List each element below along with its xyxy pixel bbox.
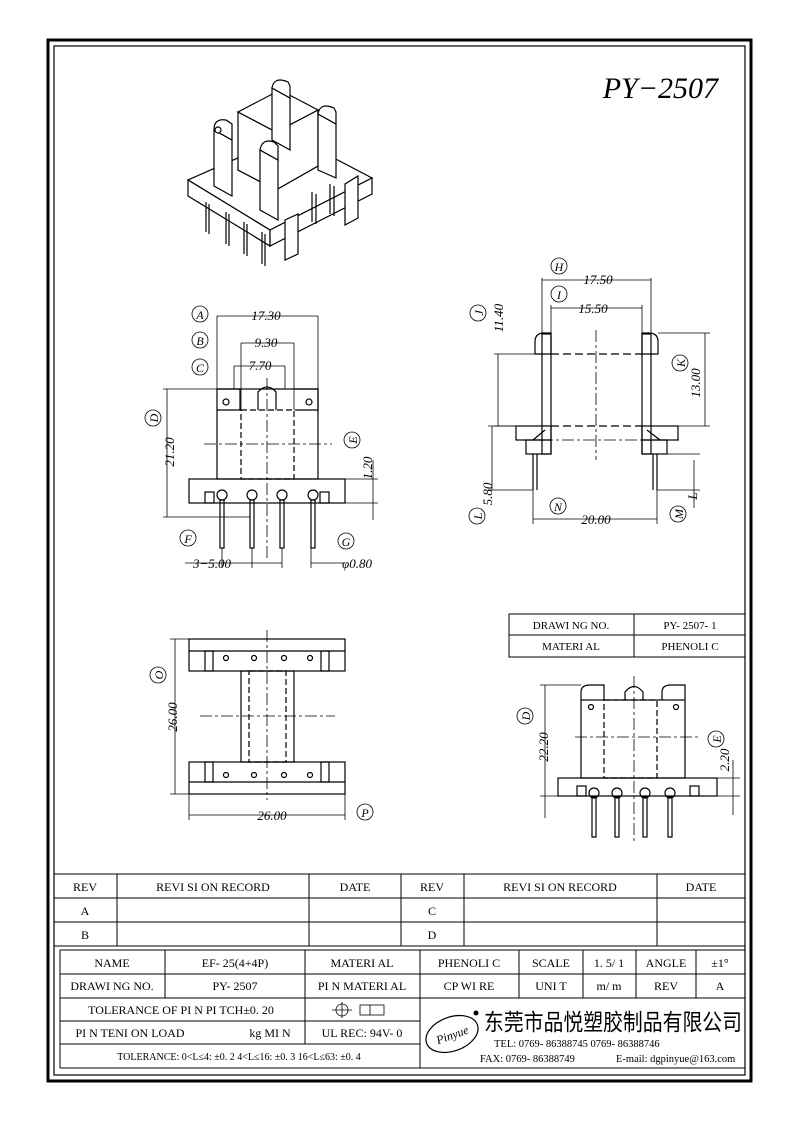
label-G: G <box>342 535 351 549</box>
dim-E-value: 1.20 <box>360 456 375 479</box>
dim-B-value: 9.30 <box>255 335 278 350</box>
material-value: PHENOLI C <box>438 956 500 970</box>
unit-label: UNI T <box>535 979 567 993</box>
material-label: MATERI AL <box>331 956 394 970</box>
drawing-no-value: PY- 2507 <box>212 979 257 993</box>
ul-rating: UL REC: 94V- 0 <box>322 1026 403 1040</box>
dim-L-small: L <box>685 492 700 500</box>
name-label: NAME <box>94 956 129 970</box>
tolerance-pitch: TOLERANCE OF PI N PI TCH±0. 20 <box>88 1003 274 1017</box>
angle-label: ANGLE <box>646 956 687 970</box>
label-O: O <box>152 670 166 679</box>
front-view <box>188 378 346 560</box>
revision-table <box>54 873 745 947</box>
company-name: 东莞市品悦塑胶制品有限公司 <box>484 1010 742 1036</box>
variant-dim-D-value: 22.20 <box>536 732 551 762</box>
dim-pitch-value: 3−5.00 <box>192 556 232 571</box>
revision-record-header-2: REVI SI ON RECORD <box>503 880 617 894</box>
company-logo: Pinyue <box>425 1010 479 1054</box>
rev-cell: D <box>428 928 437 942</box>
dim-A-value: 17.30 <box>251 308 281 323</box>
date-header-1: DATE <box>340 880 371 894</box>
label-J: J <box>472 310 486 316</box>
variant-view <box>557 676 718 842</box>
dim-D-value: 21.20 <box>162 437 177 467</box>
variant-drawing-no-label: DRAWI NG NO. <box>533 620 610 632</box>
variant-table <box>508 613 746 658</box>
rev-cell: C <box>428 904 436 918</box>
company-tel: TEL: 0769- 86388745 0769- 86388746 <box>494 1039 660 1050</box>
label-A: A <box>195 308 204 322</box>
unit-value: m/ m <box>596 979 622 993</box>
drawing-no-label: DRAWI NG NO. <box>70 979 153 993</box>
name-value: EF- 25(4+4P) <box>202 956 268 970</box>
pin-load-unit: kg MI N <box>249 1026 291 1040</box>
variant-label-D: D <box>519 711 533 721</box>
dim-C-value: 7.70 <box>249 358 272 373</box>
dim-I-value: 15.50 <box>578 301 608 316</box>
pin-symbol <box>332 1002 385 1018</box>
label-H: H <box>554 260 565 274</box>
isometric-view <box>186 79 374 266</box>
dim-J-value: 11.40 <box>491 303 506 332</box>
bottom-view-dimensions <box>149 638 374 821</box>
label-C: C <box>196 361 205 375</box>
title-block <box>59 949 745 1069</box>
side-view <box>515 330 680 490</box>
revision-record-header-1: REVI SI ON RECORD <box>156 880 270 894</box>
dim-H-value: 17.50 <box>583 272 613 287</box>
company-email: E-mail: dgpinyue@163.com <box>616 1054 735 1065</box>
front-view-dimensions <box>144 305 378 568</box>
rev-cell: B <box>81 928 89 942</box>
dim-P-value: 26.00 <box>257 808 287 823</box>
label-P: P <box>360 806 369 820</box>
variant-material: PHENOLI C <box>661 641 718 653</box>
label-M: M <box>672 508 686 520</box>
label-L: L <box>471 512 485 520</box>
label-F: F <box>183 532 192 546</box>
variant-view-dimensions <box>516 684 740 818</box>
label-N: N <box>553 500 563 514</box>
date-header-2: DATE <box>686 880 717 894</box>
rev-label: REV <box>654 979 678 993</box>
rev-header-2: REV <box>420 880 444 894</box>
label-B: B <box>196 334 204 348</box>
outer-border <box>46 38 753 1083</box>
variant-drawing-no: PY- 2507- 1 <box>663 620 716 632</box>
variant-label-E: E <box>710 735 724 744</box>
drawing-title: PY−2507 <box>602 72 720 105</box>
side-view-dimensions <box>468 257 710 525</box>
rev-header-1: REV <box>73 880 97 894</box>
label-I: I <box>556 288 562 302</box>
label-K: K <box>674 358 688 368</box>
dim-N-value: 20.00 <box>581 512 611 527</box>
inner-border <box>53 45 746 1076</box>
variant-material-label: MATERI AL <box>542 641 600 653</box>
label-E: E <box>346 436 360 445</box>
tolerance-general: TOLERANCE: 0<L≤4: ±0. 2 4<L≤16: ±0. 3 16… <box>117 1052 361 1063</box>
dim-O-value: 26.00 <box>165 702 180 732</box>
svg-text:Pinyue: Pinyue <box>433 1022 471 1047</box>
scale-label: SCALE <box>532 956 570 970</box>
scale-value: 1. 5/ 1 <box>594 956 624 970</box>
company-fax: FAX: 0769- 86388749 <box>480 1054 575 1065</box>
rev-value: A <box>716 979 725 993</box>
pin-material-label: PI N MATERI AL <box>318 979 406 993</box>
bottom-view <box>188 630 346 800</box>
label-D: D <box>147 413 161 423</box>
rev-cell: A <box>81 904 90 918</box>
pin-material-value: CP WI RE <box>444 979 495 993</box>
variant-dim-E-value: 2.20 <box>717 748 732 771</box>
pin-load-label: PI N TENI ON LOAD <box>75 1026 184 1040</box>
angle-value: ±1° <box>711 956 729 970</box>
dim-K-value: 13.00 <box>688 368 703 398</box>
dim-L-value: 5.80 <box>480 482 495 505</box>
dim-pin-dia-value: φ0.80 <box>342 556 372 571</box>
